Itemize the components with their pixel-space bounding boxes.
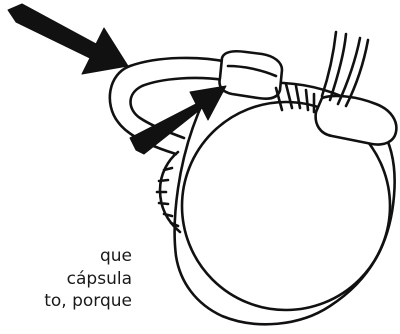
strap-upper-right xyxy=(338,38,360,104)
arrow-icon xyxy=(8,4,128,74)
caption-line: que xyxy=(0,245,132,268)
caption-text: que cápsula to, porque xyxy=(0,245,132,313)
caption-line: cápsula xyxy=(0,268,132,291)
caption-line: to, porque xyxy=(0,290,132,313)
